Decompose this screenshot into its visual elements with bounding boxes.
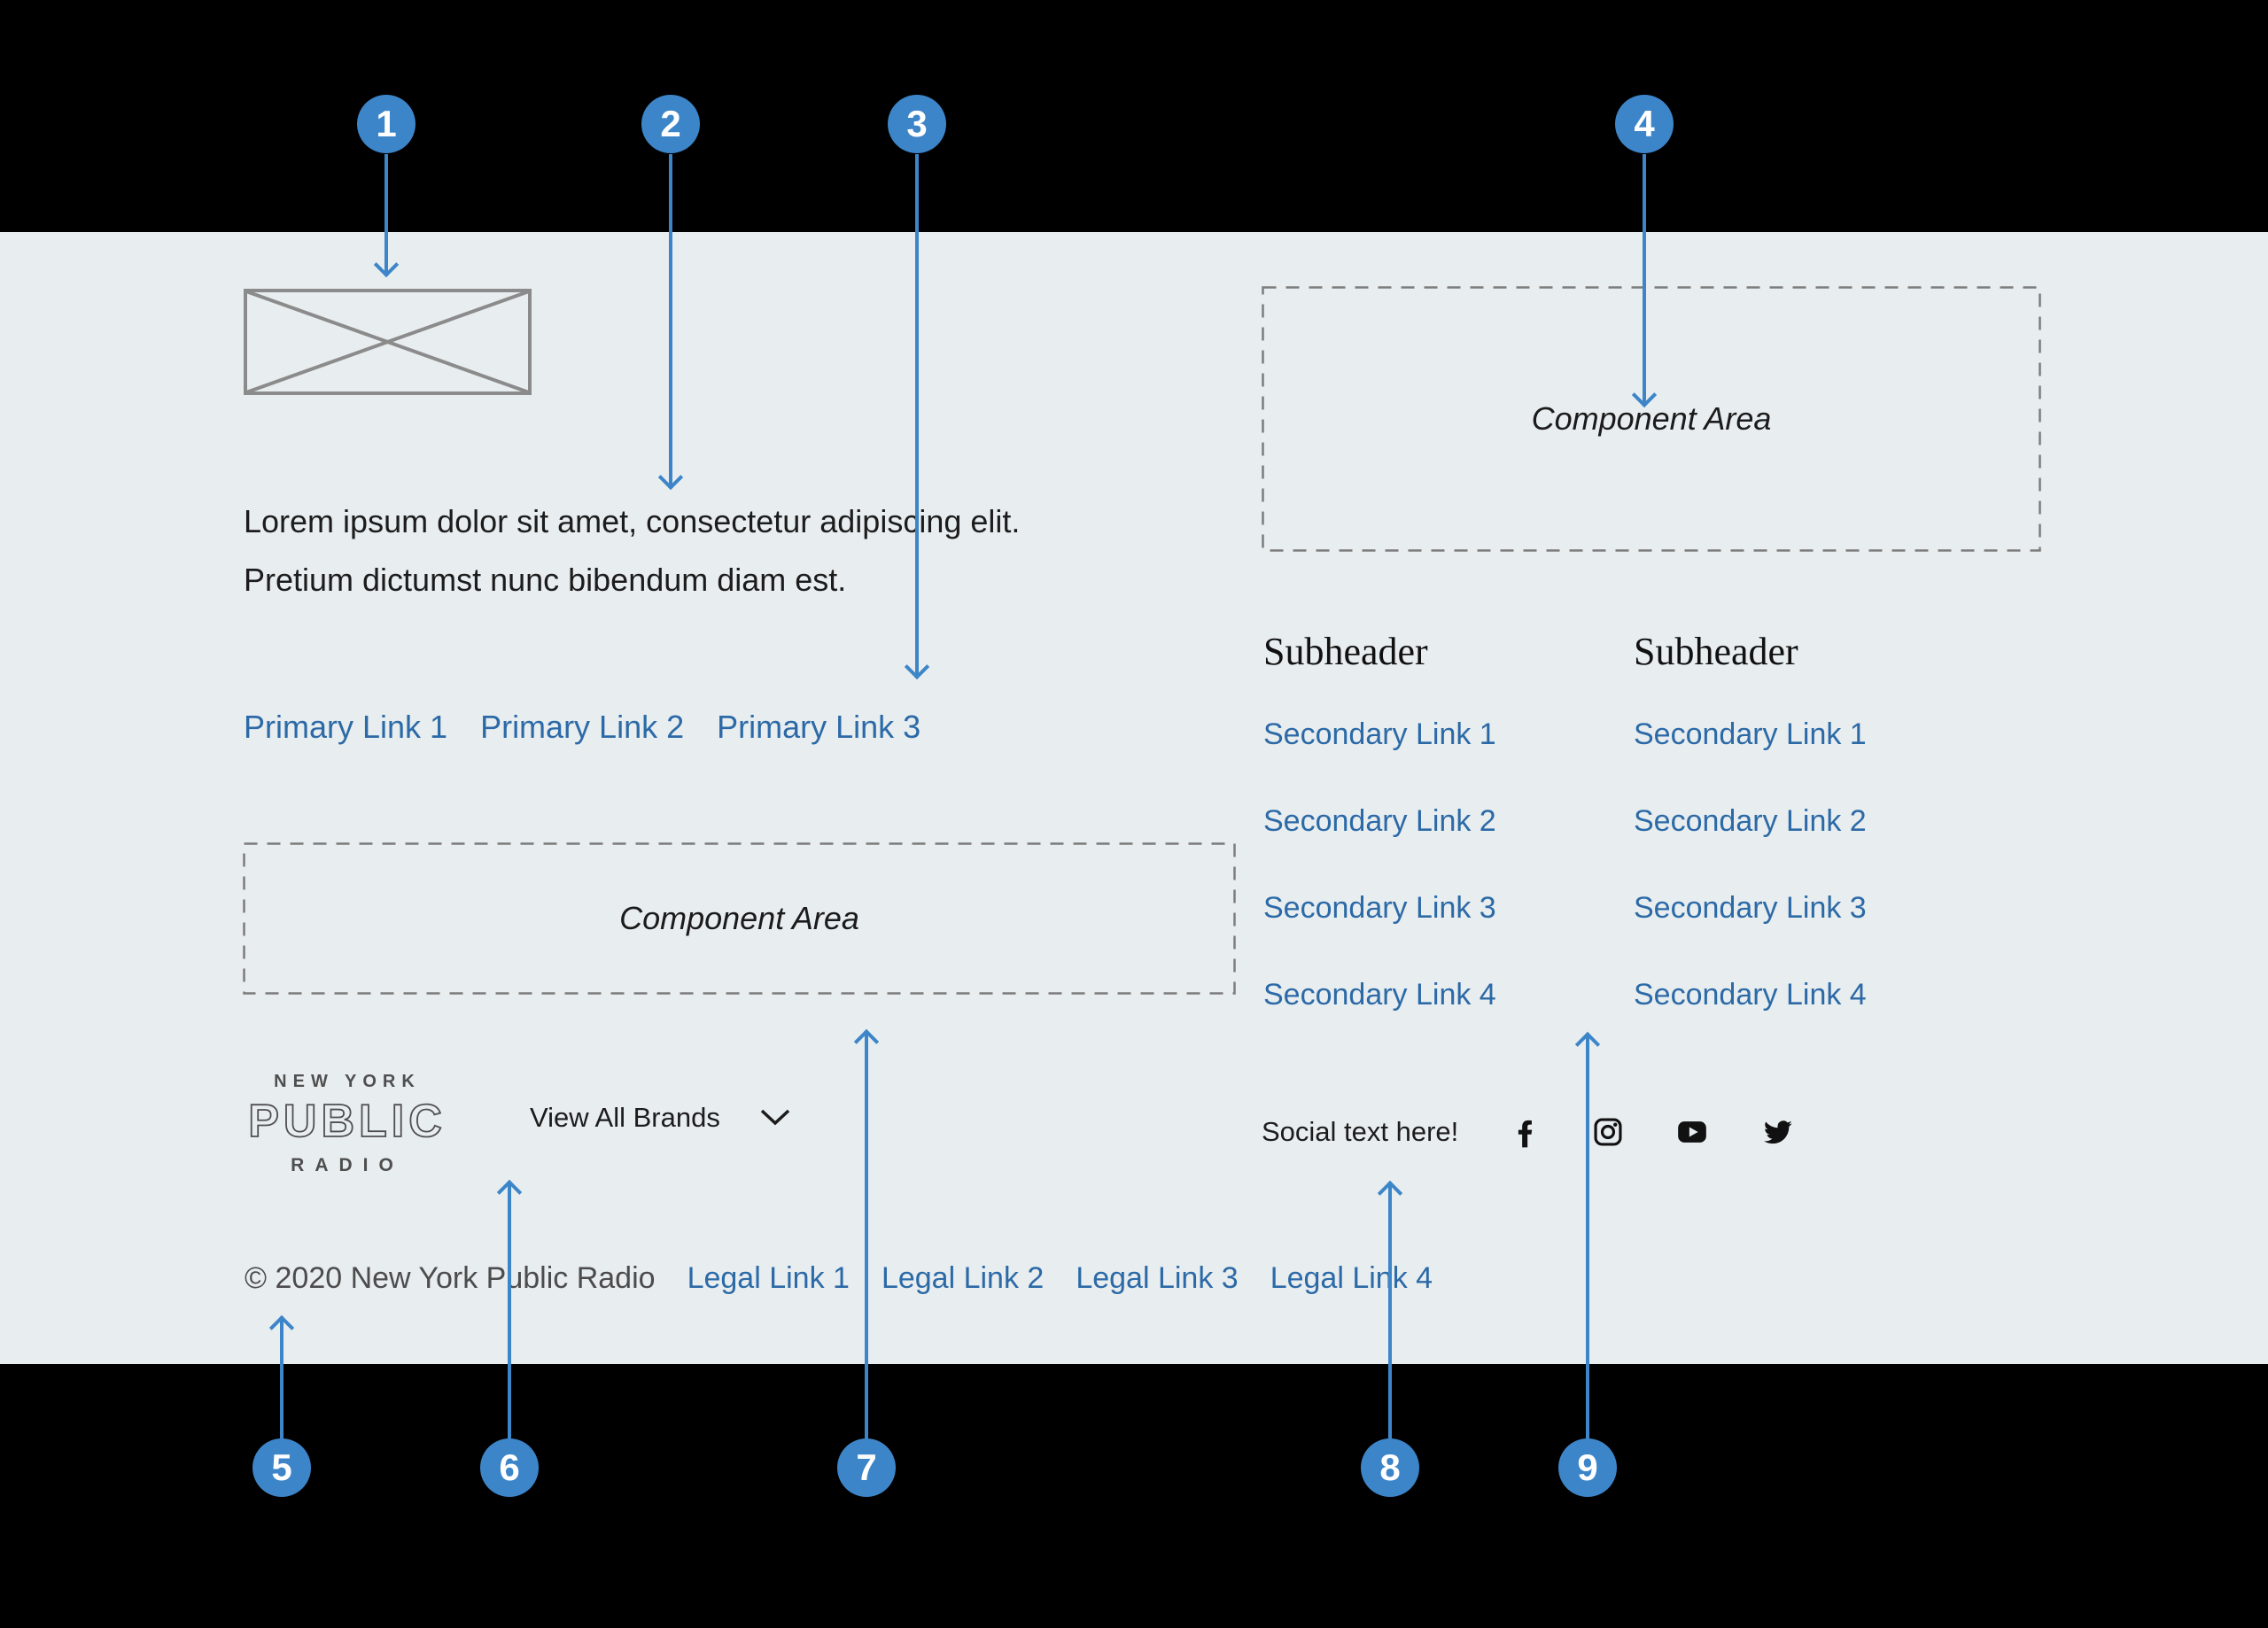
callout-arrow-5: [280, 1320, 284, 1438]
social-row: Social text here!: [1262, 1114, 1795, 1150]
youtube-icon[interactable]: [1674, 1115, 1710, 1149]
copyright-text: © 2020 New York Public Radio: [245, 1261, 656, 1295]
primary-link-2[interactable]: Primary Link 2: [480, 709, 685, 745]
secondary-links-column-2: Subheader Secondary Link 1 Secondary Lin…: [1634, 629, 1988, 1019]
instagram-icon[interactable]: [1591, 1115, 1625, 1149]
col2-secondary-link-1[interactable]: Secondary Link 1: [1634, 717, 1867, 751]
callout-arrow-7: [865, 1034, 868, 1438]
description-line-2: Pretium dictumst nunc bibendum diam est.: [244, 562, 847, 598]
col2-secondary-link-2[interactable]: Secondary Link 2: [1634, 804, 1867, 838]
nypr-logo: NEW YORK PUBLIC RADIO: [241, 1072, 454, 1176]
callout-arrow-3: [915, 154, 919, 675]
col1-secondary-link-2[interactable]: Secondary Link 2: [1263, 804, 1496, 838]
chevron-down-icon: [760, 1109, 790, 1126]
legal-row: © 2020 New York Public Radio Legal Link …: [245, 1261, 1433, 1296]
callout-arrow-4: [1643, 154, 1646, 403]
callout-badge-1: 1: [357, 95, 416, 153]
component-area-right: Component Area: [1262, 286, 2041, 552]
description-line-1: Lorem ipsum dolor sit amet, consectetur …: [244, 503, 1021, 539]
callout-arrow-2: [669, 154, 672, 485]
col1-secondary-link-4[interactable]: Secondary Link 4: [1263, 978, 1496, 1012]
legal-link-2[interactable]: Legal Link 2: [881, 1261, 1045, 1295]
callout-badge-9: 9: [1558, 1438, 1617, 1497]
facebook-icon[interactable]: [1508, 1114, 1542, 1150]
image-placeholder: [244, 289, 532, 395]
col2-secondary-link-3[interactable]: Secondary Link 3: [1634, 891, 1867, 925]
callout-badge-3: 3: [888, 95, 946, 153]
subheader-2: Subheader: [1634, 630, 1798, 673]
callout-badge-2: 2: [641, 95, 700, 153]
callout-arrow-6: [508, 1184, 511, 1438]
col1-secondary-link-3[interactable]: Secondary Link 3: [1263, 891, 1496, 925]
logo-text-radio: RADIO: [291, 1155, 404, 1175]
callout-arrow-9: [1586, 1036, 1589, 1438]
legal-link-4[interactable]: Legal Link 4: [1270, 1261, 1433, 1295]
callout-arrow-8: [1388, 1185, 1392, 1438]
callout-badge-7: 7: [837, 1438, 896, 1497]
callout-badge-6: 6: [480, 1438, 539, 1497]
image-placeholder-x-icon: [244, 289, 532, 395]
callout-badge-5: 5: [252, 1438, 311, 1497]
logo-text-public: PUBLIC: [248, 1097, 447, 1147]
logo-text-public-outline: PUBLIC: [247, 1095, 447, 1148]
legal-link-3[interactable]: Legal Link 3: [1076, 1261, 1239, 1295]
component-area-left-label: Component Area: [619, 900, 859, 936]
secondary-links-column-1: Subheader Secondary Link 1 Secondary Lin…: [1263, 629, 1618, 1019]
dashed-border: [243, 842, 1236, 995]
component-area-right-label: Component Area: [1531, 400, 1772, 437]
primary-link-3[interactable]: Primary Link 3: [717, 709, 921, 745]
component-area-left: Component Area: [243, 842, 1236, 995]
callout-badge-4: 4: [1615, 95, 1674, 153]
twitter-icon[interactable]: [1759, 1115, 1795, 1149]
callout-badge-8: 8: [1361, 1438, 1419, 1497]
dashed-border: [1262, 286, 2041, 552]
logo-text-new-york: NEW YORK: [274, 1072, 421, 1091]
view-all-brands-dropdown[interactable]: View All Brands: [530, 1102, 791, 1134]
view-all-brands-label: View All Brands: [530, 1102, 720, 1133]
subheader-1: Subheader: [1263, 630, 1428, 673]
col2-secondary-link-4[interactable]: Secondary Link 4: [1634, 978, 1867, 1012]
social-text: Social text here!: [1262, 1116, 1459, 1147]
legal-link-1[interactable]: Legal Link 1: [687, 1261, 850, 1295]
primary-link-1[interactable]: Primary Link 1: [244, 709, 448, 745]
footer-content-area: [0, 232, 2268, 1364]
footer-description: Lorem ipsum dolor sit amet, consectetur …: [244, 492, 1020, 609]
col1-secondary-link-1[interactable]: Secondary Link 1: [1263, 717, 1496, 751]
primary-links-row: Primary Link 1 Primary Link 2 Primary Li…: [244, 709, 920, 746]
callout-arrow-1: [384, 154, 388, 273]
